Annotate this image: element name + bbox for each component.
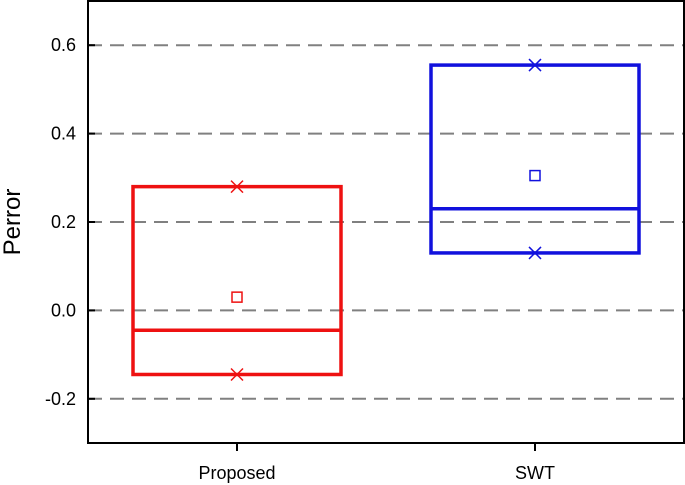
y-tick-label: 0.6 (51, 35, 76, 55)
min-marker-stroke (528, 246, 542, 260)
min-marker (528, 246, 542, 260)
max-marker-stroke (230, 180, 244, 194)
x-tick-label: SWT (515, 463, 555, 483)
max-marker-stroke (528, 58, 542, 72)
y-tick-label: -0.2 (45, 389, 76, 409)
box-rect (429, 63, 641, 255)
y-axis-title: Perror (0, 189, 26, 256)
min-marker (230, 367, 244, 382)
mean-marker (231, 291, 243, 303)
max-marker (528, 58, 542, 72)
box-proposed (131, 180, 343, 382)
y-tick-label: 0.0 (51, 300, 76, 320)
max-marker (230, 180, 244, 194)
min-marker-stroke (230, 367, 244, 382)
x-axis: Proposed SWT (198, 443, 555, 483)
gridlines (88, 44, 684, 400)
y-axis: -0.2 0.0 0.2 0.4 0.6 (45, 35, 95, 409)
boxes (131, 58, 641, 382)
y-tick-label: 0.4 (51, 124, 76, 144)
x-tick-label: Proposed (198, 463, 275, 483)
y-tick-label: 0.2 (51, 212, 76, 232)
box-rect (131, 184, 343, 377)
mean-marker (529, 169, 541, 182)
box-swt (429, 58, 641, 260)
